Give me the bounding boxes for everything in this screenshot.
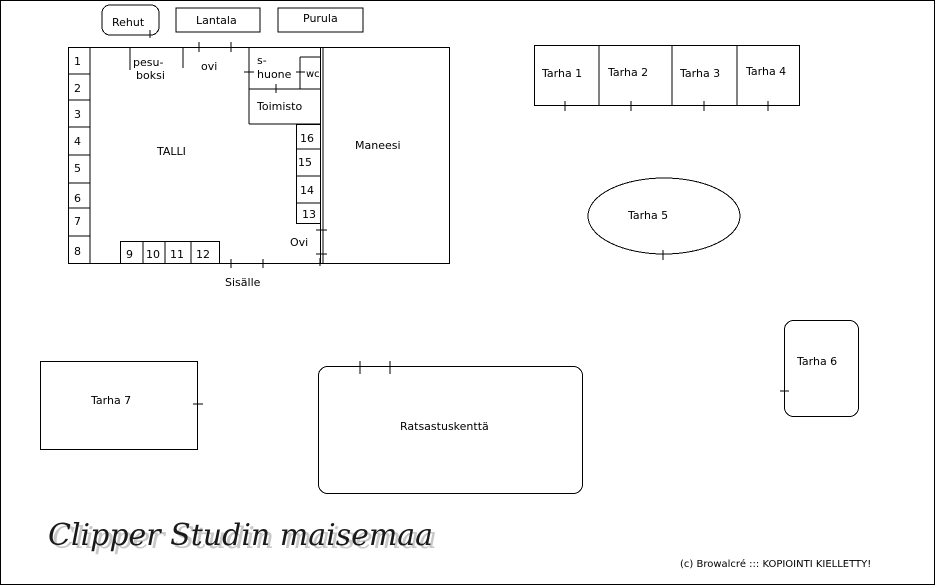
office-label: Toimisto — [256, 100, 302, 113]
stall-7: 7 — [74, 215, 81, 228]
bedding-storage: Purula — [277, 7, 364, 33]
stable-building — [68, 42, 321, 268]
stall-6: 6 — [74, 192, 81, 205]
stall-11: 11 — [170, 248, 184, 261]
stable-labels: TALLI pesu- boksi ovi s- huone wc Toimis… — [74, 54, 320, 289]
studio-title-text: Clipper Studin maisemaa — [48, 518, 433, 553]
stall-3: 3 — [74, 108, 81, 121]
copyright-notice: (c) Browalcré ::: KOPIOINTI KIELLETTY! — [680, 558, 871, 570]
paddock-5: Tarha 5 — [587, 177, 741, 260]
stall-13: 13 — [302, 208, 316, 221]
bedding-storage-label: Purula — [303, 12, 338, 25]
riding-field: Ratsastuskenttä — [318, 361, 583, 494]
stall-9: 9 — [126, 248, 133, 261]
paddock-row: Tarha 1 Tarha 2 Tarha 3 Tarha 4 — [534, 45, 800, 111]
wash-box-label-1: pesu- — [133, 56, 163, 69]
stall-14: 14 — [300, 184, 314, 197]
stall-2: 2 — [74, 82, 81, 95]
door-right-label: Ovi — [290, 236, 308, 249]
shower-room-label-2: huone — [257, 68, 292, 81]
indoor-arena-label: Maneesi — [355, 139, 401, 152]
feed-storage-label: Rehut — [112, 16, 145, 29]
paddock-7: Tarha 7 — [40, 361, 203, 450]
paddock-6: Tarha 6 — [780, 320, 859, 417]
stall-15: 15 — [298, 156, 312, 169]
door-top-label: ovi — [201, 60, 217, 73]
manure-storage: Lantala — [175, 7, 261, 33]
paddock-1-label: Tarha 1 — [541, 67, 582, 80]
stall-16: 16 — [300, 132, 314, 145]
stall-10: 10 — [146, 248, 160, 261]
paddock-5-label: Tarha 5 — [627, 209, 668, 222]
manure-storage-label: Lantala — [196, 14, 237, 27]
wc-label: wc — [306, 69, 320, 80]
stall-1: 1 — [74, 55, 81, 68]
paddock-3-label: Tarha 3 — [679, 67, 720, 80]
indoor-arena: Maneesi — [316, 47, 450, 266]
wash-box-label-2: boksi — [136, 69, 165, 82]
paddock-6-label: Tarha 6 — [796, 355, 837, 368]
riding-field-label: Ratsastuskenttä — [400, 420, 489, 433]
paddock-2-label: Tarha 2 — [607, 66, 648, 79]
stall-8: 8 — [74, 245, 81, 258]
stall-4: 4 — [74, 135, 81, 148]
entrance-label: Sisälle — [225, 276, 261, 289]
studio-title-shadow: Clipper Studin maisemaa — [52, 521, 437, 556]
paddock-4-label: Tarha 4 — [745, 65, 786, 78]
feed-storage: Rehut — [101, 4, 160, 38]
studio-title: Clipper Studin maisemaa Clipper Studin m… — [48, 518, 437, 556]
stall-12: 12 — [196, 248, 210, 261]
stable-title: TALLI — [156, 145, 186, 158]
stall-5: 5 — [74, 162, 81, 175]
shower-room-label-1: s- — [257, 54, 267, 67]
paddock-7-label: Tarha 7 — [90, 394, 131, 407]
